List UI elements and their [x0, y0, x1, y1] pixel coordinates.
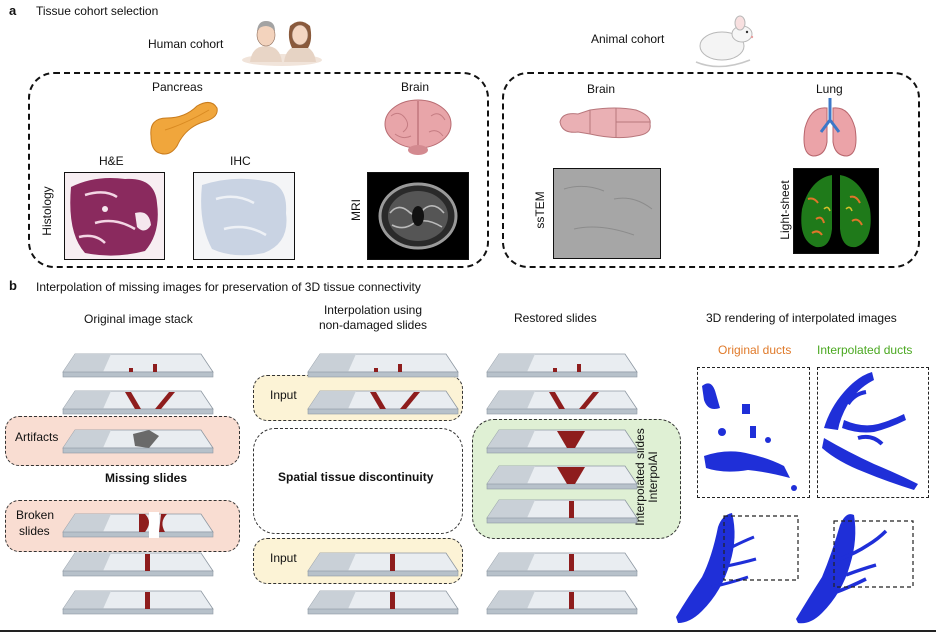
- input-label-bottom: Input: [270, 551, 297, 565]
- slide-c1-4: [62, 512, 214, 538]
- mouse-icon: [695, 15, 754, 68]
- slide-c3-2: [486, 390, 638, 415]
- animal-brain-label: Brain: [587, 82, 616, 96]
- broken-label-line2: slides: [19, 524, 50, 538]
- original-ducts-zoom: [697, 367, 810, 498]
- slide-c2-4: [307, 590, 459, 615]
- col3-title: Restored slides: [514, 311, 597, 325]
- slide-c2-3: [307, 552, 459, 577]
- animal-cohort-box: [502, 72, 920, 268]
- pancreas-label: Pancreas: [152, 80, 203, 94]
- discontinuity-label: Spatial tissue discontinuity: [278, 470, 434, 484]
- human-brain-label: Brain: [401, 80, 430, 94]
- slide-c2-1: [307, 353, 459, 378]
- artifacts-label: Artifacts: [15, 430, 59, 444]
- ihc-image: [193, 172, 295, 260]
- human-brain-icon: [384, 99, 452, 155]
- interpolated-ducts-3d: [796, 514, 914, 624]
- interpolated-ducts-zoom: [817, 367, 929, 498]
- slide-c3-7: [486, 590, 638, 615]
- original-ducts-3d: [676, 513, 799, 623]
- lung-label: Lung: [816, 82, 843, 96]
- col4-title: 3D rendering of interpolated images: [706, 311, 897, 325]
- human-cohort-box: [28, 72, 489, 268]
- human-cohort-icon: [242, 21, 322, 66]
- lightsheet-image: [793, 168, 879, 254]
- animal-cohort-label: Animal cohort: [591, 32, 665, 46]
- slide-c3-1: [486, 353, 638, 378]
- lung-icon: [803, 98, 857, 157]
- broken-label-line1: Broken: [16, 508, 55, 522]
- slide-c3-4: [486, 465, 638, 490]
- panel-b-letter: b: [9, 278, 17, 293]
- he-label: H&E: [99, 154, 124, 168]
- panel-b-title: Interpolation of missing images for pres…: [36, 280, 421, 294]
- slide-c1-6: [62, 590, 214, 615]
- slide-c1-5: [62, 552, 214, 577]
- discontinuity-box: [253, 428, 463, 534]
- ihc-label: IHC: [230, 154, 251, 168]
- bottom-rule: [0, 630, 936, 632]
- slide-c3-5: [486, 499, 638, 524]
- original-ducts-label: Original ducts: [718, 343, 792, 357]
- panel-a-letter: a: [9, 3, 17, 18]
- slide-c2-2: [307, 390, 459, 415]
- slide-c1-3: [62, 429, 214, 454]
- missing-slides-label: Missing slides: [105, 471, 188, 485]
- slide-c1-2: [62, 390, 214, 415]
- input-label-top: Input: [270, 388, 297, 402]
- col2-title-line2: non-damaged slides: [318, 318, 428, 332]
- pancreas-icon: [150, 102, 218, 155]
- col2-title-line1: Interpolation using: [323, 303, 423, 317]
- mri-image: [367, 172, 469, 260]
- panel-a-title: Tissue cohort selection: [36, 4, 159, 18]
- interpolated-ducts-label: Interpolated ducts: [817, 343, 913, 357]
- mouse-brain-icon: [559, 107, 651, 139]
- slide-c1-1: [62, 353, 214, 378]
- human-cohort-label: Human cohort: [148, 37, 224, 51]
- slide-c3-6: [486, 552, 638, 577]
- he-image: [64, 172, 165, 260]
- slide-c3-3: [486, 429, 638, 454]
- col1-title: Original image stack: [84, 312, 193, 326]
- sstem-image: [553, 168, 661, 259]
